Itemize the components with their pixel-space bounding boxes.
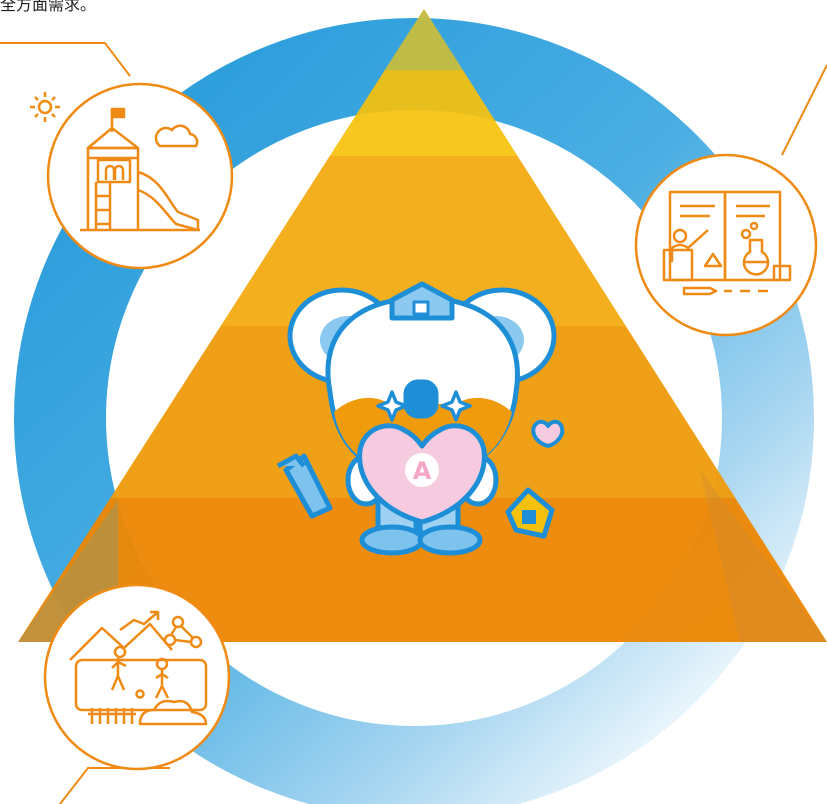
number-one-block-icon xyxy=(276,453,333,519)
playground-circle xyxy=(46,82,234,270)
koala-mascot-icon xyxy=(287,281,557,556)
connector-top-right xyxy=(781,64,827,156)
classroom-teaching-icon xyxy=(662,190,792,296)
caption-fragment: 全方面需求。 xyxy=(0,0,97,14)
outdoor-exploration-icon xyxy=(69,610,208,726)
connector-top-left xyxy=(0,42,131,77)
connector-bottom-left xyxy=(59,767,170,804)
exploration-circle xyxy=(43,583,231,771)
cloud-icon xyxy=(154,124,199,148)
mascot-chest-letter: A xyxy=(413,457,432,485)
playground-slide-icon xyxy=(80,107,200,232)
house-block-icon xyxy=(505,487,555,539)
classroom-circle xyxy=(634,153,818,337)
sun-icon xyxy=(30,92,60,122)
heart-icon xyxy=(531,419,565,448)
